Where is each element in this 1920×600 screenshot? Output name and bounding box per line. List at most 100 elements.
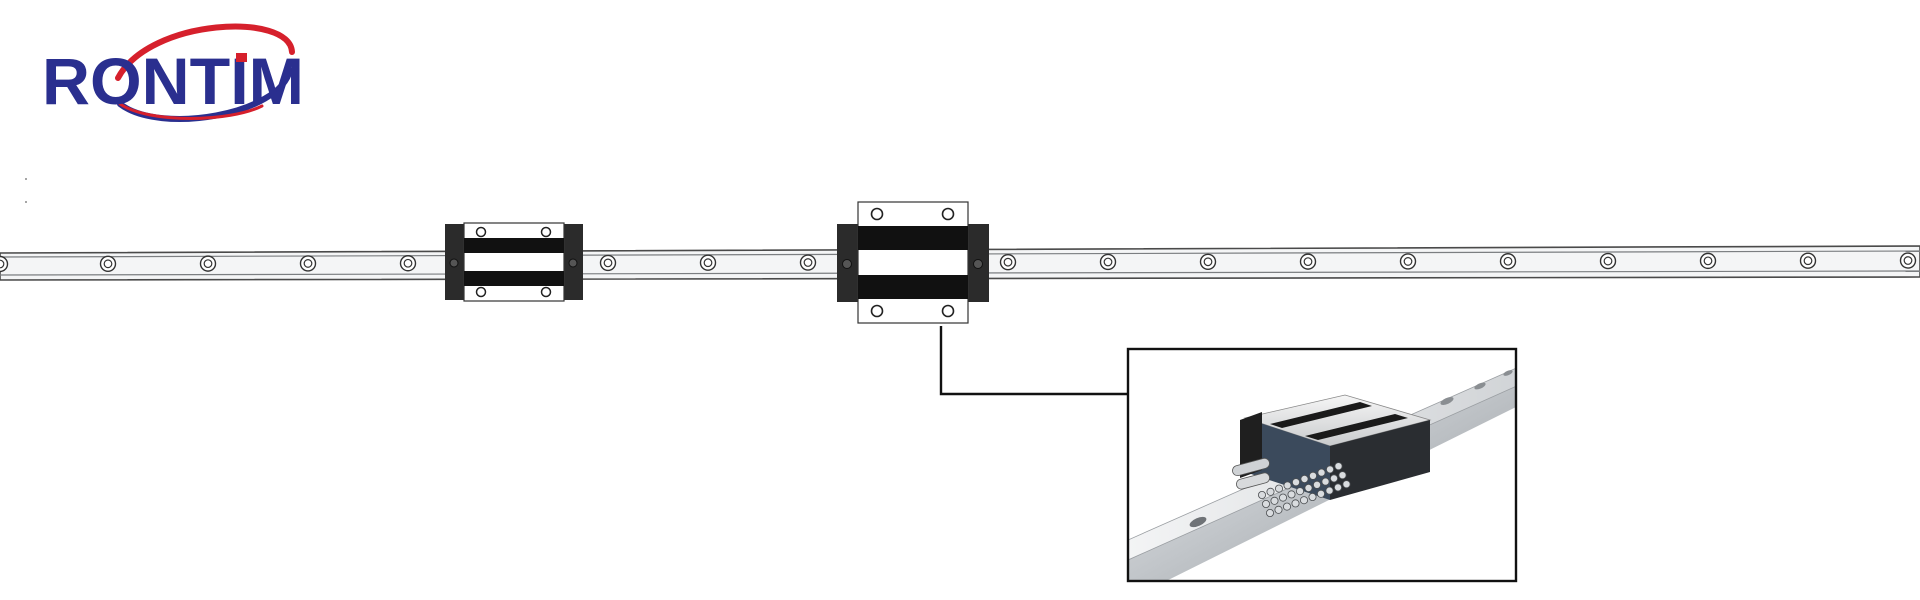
rail-hole-inner (1003, 257, 1013, 267)
rail-hole-inner (1103, 257, 1113, 267)
carriage-small-seal-screw (568, 258, 578, 268)
detail-ball (1274, 505, 1283, 514)
rail-hole (1699, 252, 1717, 270)
brand-logo: RONTIM (42, 23, 304, 122)
speck-dot (25, 201, 27, 203)
carriage-small-bolt (475, 226, 487, 238)
carriage-large-seal-screw (973, 259, 983, 269)
detail-roller (1232, 457, 1270, 477)
rail-hole (299, 255, 317, 272)
carriage-large-band-bottom (858, 275, 968, 299)
rail-hole (99, 255, 117, 273)
detail-ball (1342, 480, 1351, 489)
detail-ball (1325, 486, 1334, 495)
rail-hole (1299, 253, 1317, 270)
detail-rail-hole (1189, 516, 1207, 528)
detail-frame (1126, 347, 1518, 583)
logo-swoosh-red (115, 23, 295, 81)
carriage-small-bolt (540, 286, 552, 298)
rail-hole-inner (603, 258, 613, 268)
detail-ball (1300, 496, 1309, 505)
carriage-large-bolt (941, 304, 955, 318)
carriage-small-band-top (464, 238, 564, 253)
rail-hole (1499, 253, 1517, 270)
linear-bearing-carriage-icon (445, 222, 583, 302)
rail-hole-inner (1503, 256, 1513, 266)
detail-rail-hole (1440, 397, 1454, 405)
detail-ball (1291, 499, 1300, 508)
detail-ball (1283, 502, 1292, 511)
detail-ball (1266, 487, 1275, 496)
rail-hole-inner (1903, 256, 1913, 265)
rail-hole (599, 254, 617, 272)
rail-hole-inner (1703, 256, 1713, 266)
detail-ball (1262, 499, 1271, 508)
detail-ball (1279, 493, 1288, 502)
rail-hole (1399, 253, 1417, 270)
detail-ball (1326, 465, 1335, 474)
rail-hole-inner (1603, 256, 1613, 266)
detail-ball (1292, 478, 1301, 487)
rail-mounting-holes (0, 252, 1917, 273)
rail-hole-inner (1303, 257, 1313, 267)
carriage-small-bolt (475, 286, 487, 298)
logo-accent-i-dot (236, 53, 247, 62)
rail-hole-inner (703, 258, 713, 268)
speck-dot (25, 178, 27, 180)
carriage-small-band-bottom (464, 271, 564, 286)
carriage-large-bolt (941, 207, 955, 221)
detail-ball (1309, 471, 1318, 480)
detail-ball (1266, 508, 1275, 517)
detail-ball (1321, 477, 1330, 486)
carriage-large-band-top (858, 226, 968, 250)
detail-ball (1330, 474, 1339, 483)
detail-ball (1287, 490, 1296, 499)
detail-block-front (1245, 418, 1330, 500)
rail-hole-inner (403, 258, 413, 268)
detail-ball (1275, 484, 1284, 493)
rail-hole (999, 253, 1017, 271)
carriage-large-bolt (870, 207, 884, 221)
rail-hole-inner (803, 258, 813, 267)
detail-ball (1338, 471, 1347, 480)
detail-ball (1300, 474, 1309, 483)
detail-ball (1317, 468, 1326, 477)
linear-bearing-carriage-large (837, 201, 989, 324)
rail-hole-inner (303, 259, 313, 268)
rail-hole (1599, 252, 1617, 270)
rail-hole (199, 255, 217, 272)
carriage-small-seal-screw (449, 258, 459, 268)
rail-hole-inner (0, 259, 5, 269)
rontim-logo-icon (115, 23, 295, 122)
rail-hole (1799, 252, 1817, 269)
carriage-large-seal-screw (842, 259, 852, 269)
detail-block-side (1330, 420, 1430, 500)
detail-ball (1334, 462, 1343, 471)
detail-ball (1308, 492, 1317, 501)
rail-hole (1199, 253, 1217, 270)
detail-ball (1270, 496, 1279, 505)
rail-hole-inner (103, 259, 113, 269)
detail-ball (1313, 480, 1322, 489)
carriage-large-bolt (870, 304, 884, 318)
rail-hole-inner (1403, 257, 1413, 266)
detail-rail-hole (1503, 370, 1513, 376)
detail-ball (1258, 490, 1267, 499)
detail-roller (1236, 472, 1270, 490)
rail-hole (1099, 253, 1117, 271)
detail-block-stripe (1305, 414, 1408, 440)
detail-ball-chain (1258, 462, 1351, 517)
carriage-cutaway-detail-icon (1126, 347, 1518, 583)
rail-hole (399, 255, 417, 272)
detail-block-stripe (1270, 402, 1372, 428)
rail-hole-inner (203, 259, 213, 269)
callout-leader-line (939, 326, 1127, 396)
rail-hole-inner (1203, 257, 1213, 267)
rail-hole (699, 254, 717, 271)
detail-ball (1304, 483, 1313, 492)
detail-ball (1283, 481, 1292, 490)
logo-swoosh-blue-tail (118, 102, 264, 120)
rail-hole (799, 254, 817, 271)
detail-ball (1296, 487, 1305, 496)
